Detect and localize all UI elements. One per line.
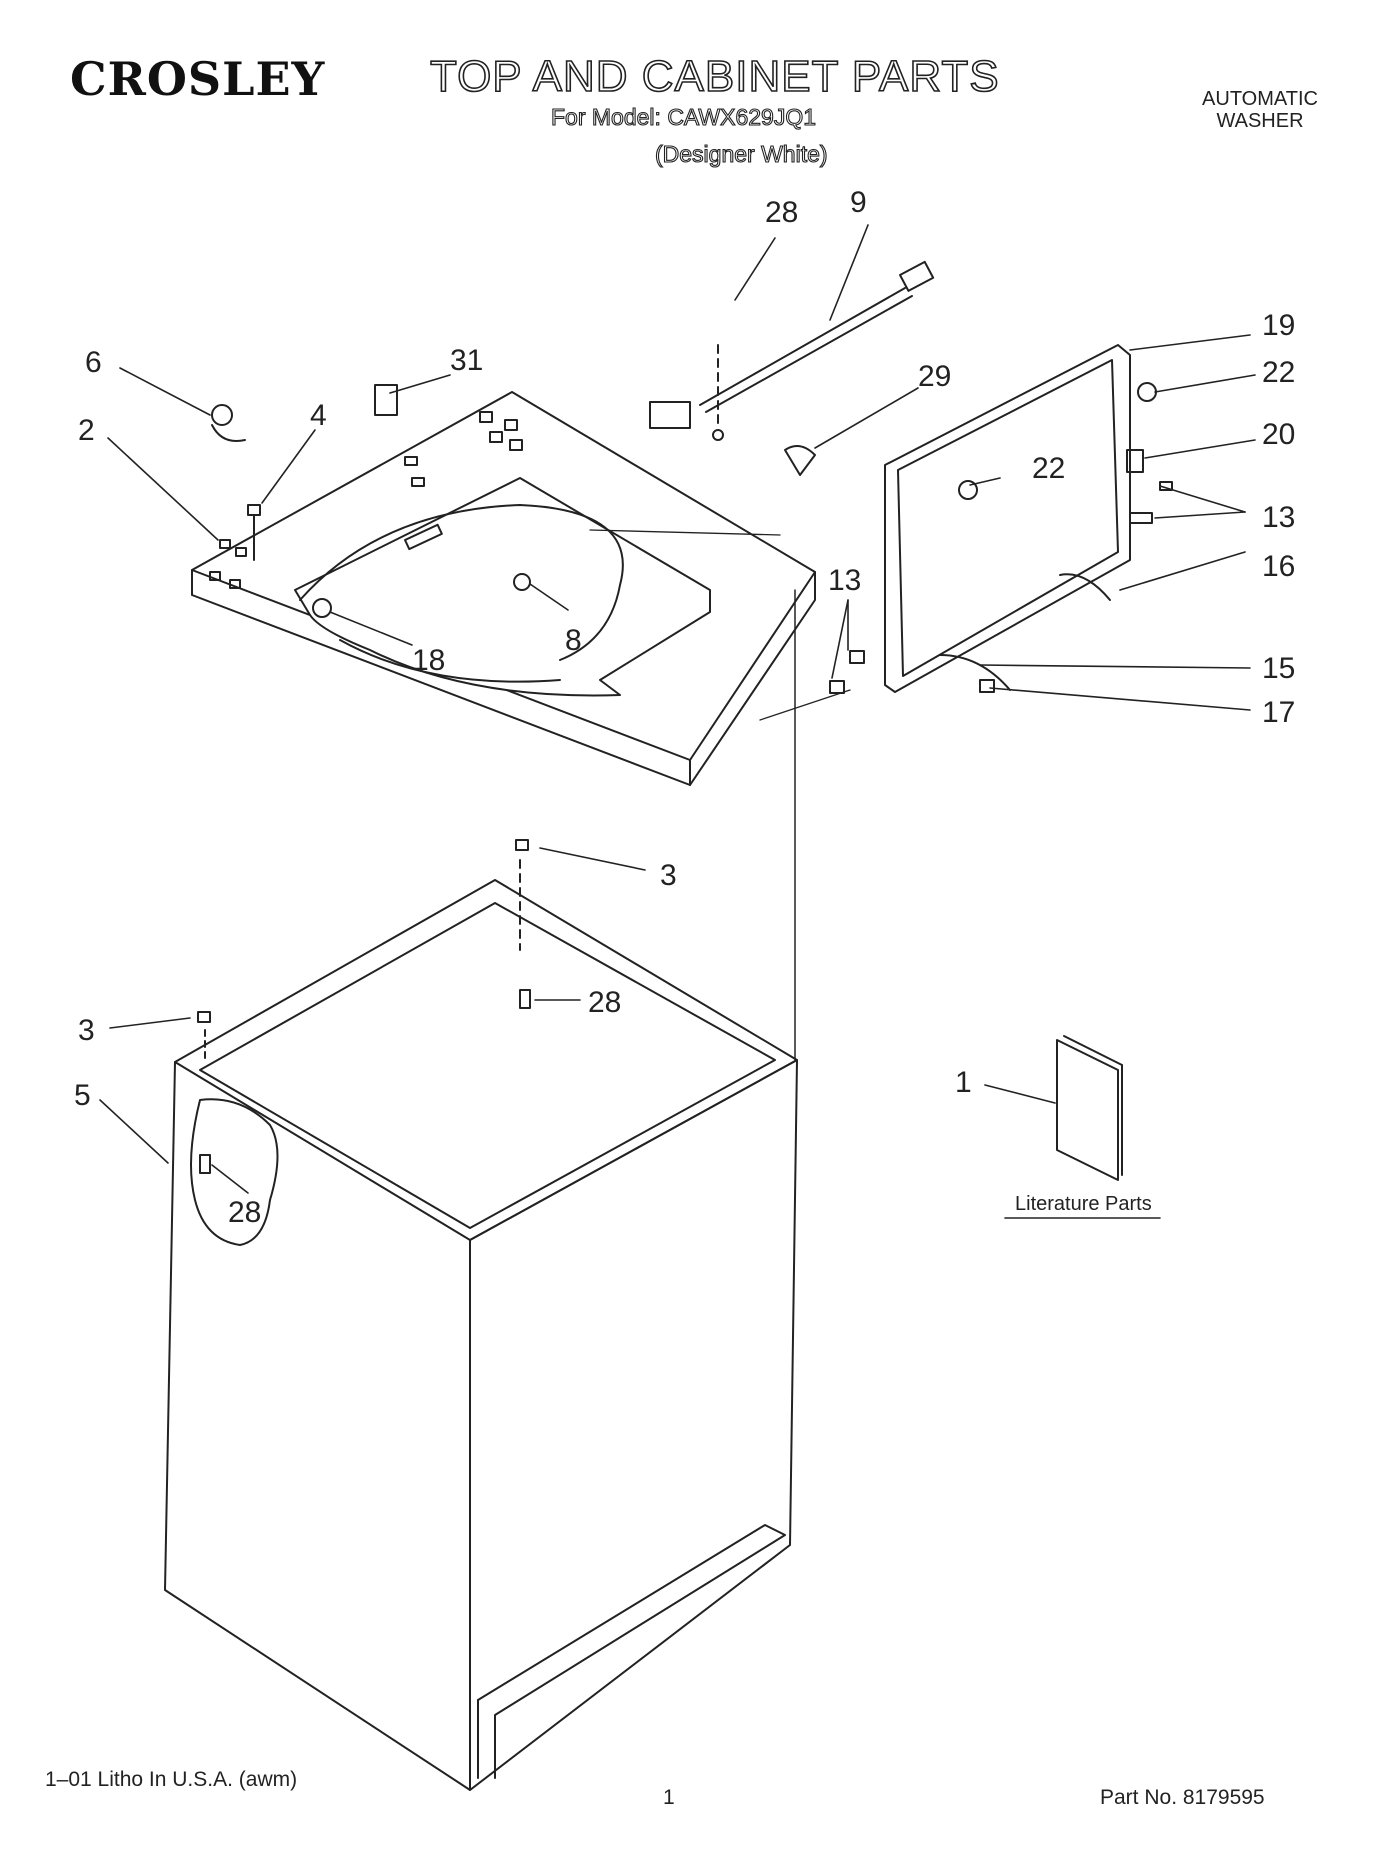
- page-number: 1: [663, 1786, 675, 1809]
- callout-2-top-panel: 2: [78, 414, 95, 447]
- page-title: TOP AND CABINET PARTS: [429, 51, 1000, 102]
- callout-15: 15: [1262, 652, 1295, 685]
- callout-28-front-screw: 28: [228, 1196, 261, 1229]
- cabinet: [164, 589, 798, 1791]
- leader-lines: [99, 224, 1256, 1219]
- top-panel: [191, 391, 816, 786]
- appliance-type: AUTOMATIC WASHER: [1180, 88, 1340, 132]
- callout-29: 29: [918, 360, 951, 393]
- control-panel-frame: [589, 344, 1131, 721]
- callout-6: 6: [85, 346, 102, 379]
- callout-31: 31: [450, 344, 483, 377]
- appliance-line-1: AUTOMATIC: [1202, 88, 1318, 110]
- brand-logo: CROSLEY: [70, 52, 326, 106]
- callout-9-wire-harness: 9: [850, 186, 867, 219]
- callout-19-panel-frame: 19: [1262, 309, 1295, 342]
- callout-22-left: 22: [1032, 452, 1065, 485]
- callout-5-cabinet: 5: [74, 1079, 91, 1112]
- literature-book: [1056, 1035, 1123, 1181]
- variant-line: (Designer White): [654, 140, 828, 167]
- wire-harness: [649, 260, 935, 441]
- literature-parts-label: Literature Parts: [1015, 1193, 1152, 1215]
- small-parts: [197, 382, 1173, 1174]
- part-number: Part No. 8179595: [1100, 1786, 1265, 1809]
- callout-22-right: 22: [1262, 356, 1295, 389]
- callout-17: 17: [1262, 696, 1295, 729]
- callout-16: 16: [1262, 550, 1295, 583]
- callout-20: 20: [1262, 418, 1295, 451]
- callout-13-right: 13: [1262, 501, 1295, 534]
- callout-13-left: 13: [828, 564, 861, 597]
- callout-28-rear-screw: 28: [588, 986, 621, 1019]
- callout-28-harness-screw: 28: [765, 196, 798, 229]
- callout-1-literature: 1: [955, 1066, 972, 1099]
- callout-3-rear: 3: [660, 859, 677, 892]
- appliance-line-2: WASHER: [1216, 110, 1304, 132]
- print-info: 1–01 Litho In U.S.A. (awm): [45, 1768, 298, 1791]
- callout-8: 8: [565, 624, 582, 657]
- callout-3-front: 3: [78, 1014, 95, 1047]
- callout-18: 18: [412, 644, 445, 677]
- callout-numbers: 28 9 19 22 20 22 13 16 15 17 13 29 31 6 …: [74, 186, 1295, 1229]
- model-line: For Model: CAWX629JQ1: [550, 103, 817, 130]
- callout-4: 4: [310, 399, 327, 432]
